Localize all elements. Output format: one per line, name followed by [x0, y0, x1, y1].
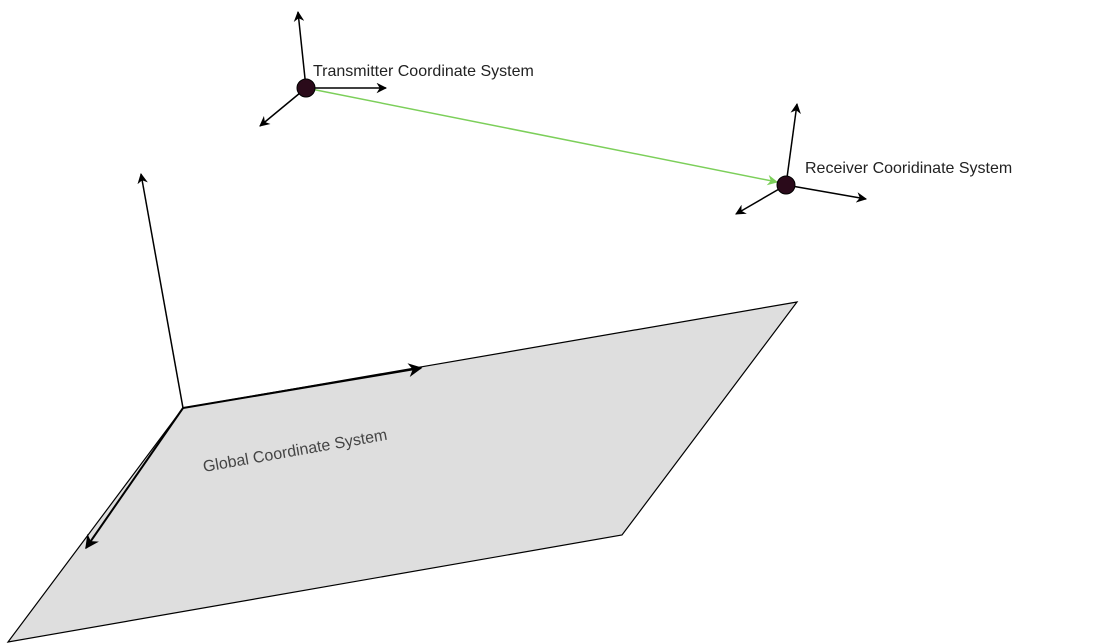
receiver-axis-x: [785, 184, 868, 203]
receiver-axis-y: [735, 184, 787, 215]
receiver-coordinate-system: Receiver Cooridinate System: [735, 102, 1012, 215]
receiver-label: Receiver Cooridinate System: [805, 160, 1012, 177]
global-coordinate-system: Global Coordinate System: [6, 172, 799, 643]
transmitter-coordinate-system: Transmitter Coordinate System: [259, 10, 534, 127]
global-plane: [6, 301, 799, 643]
receiver-node: [776, 175, 796, 195]
transmitter-axis-y: [259, 87, 307, 127]
global-axis-x: [182, 363, 423, 409]
global-axis-y: [85, 407, 184, 550]
transmitter-axis-z: [293, 10, 307, 89]
transmitter-label: Transmitter Coordinate System: [313, 63, 534, 80]
transmitter-receiver-link-arrow: [305, 87, 779, 186]
global-axis-z: [137, 172, 184, 409]
receiver-axis-z: [785, 102, 801, 186]
transmitter-node: [296, 78, 316, 98]
